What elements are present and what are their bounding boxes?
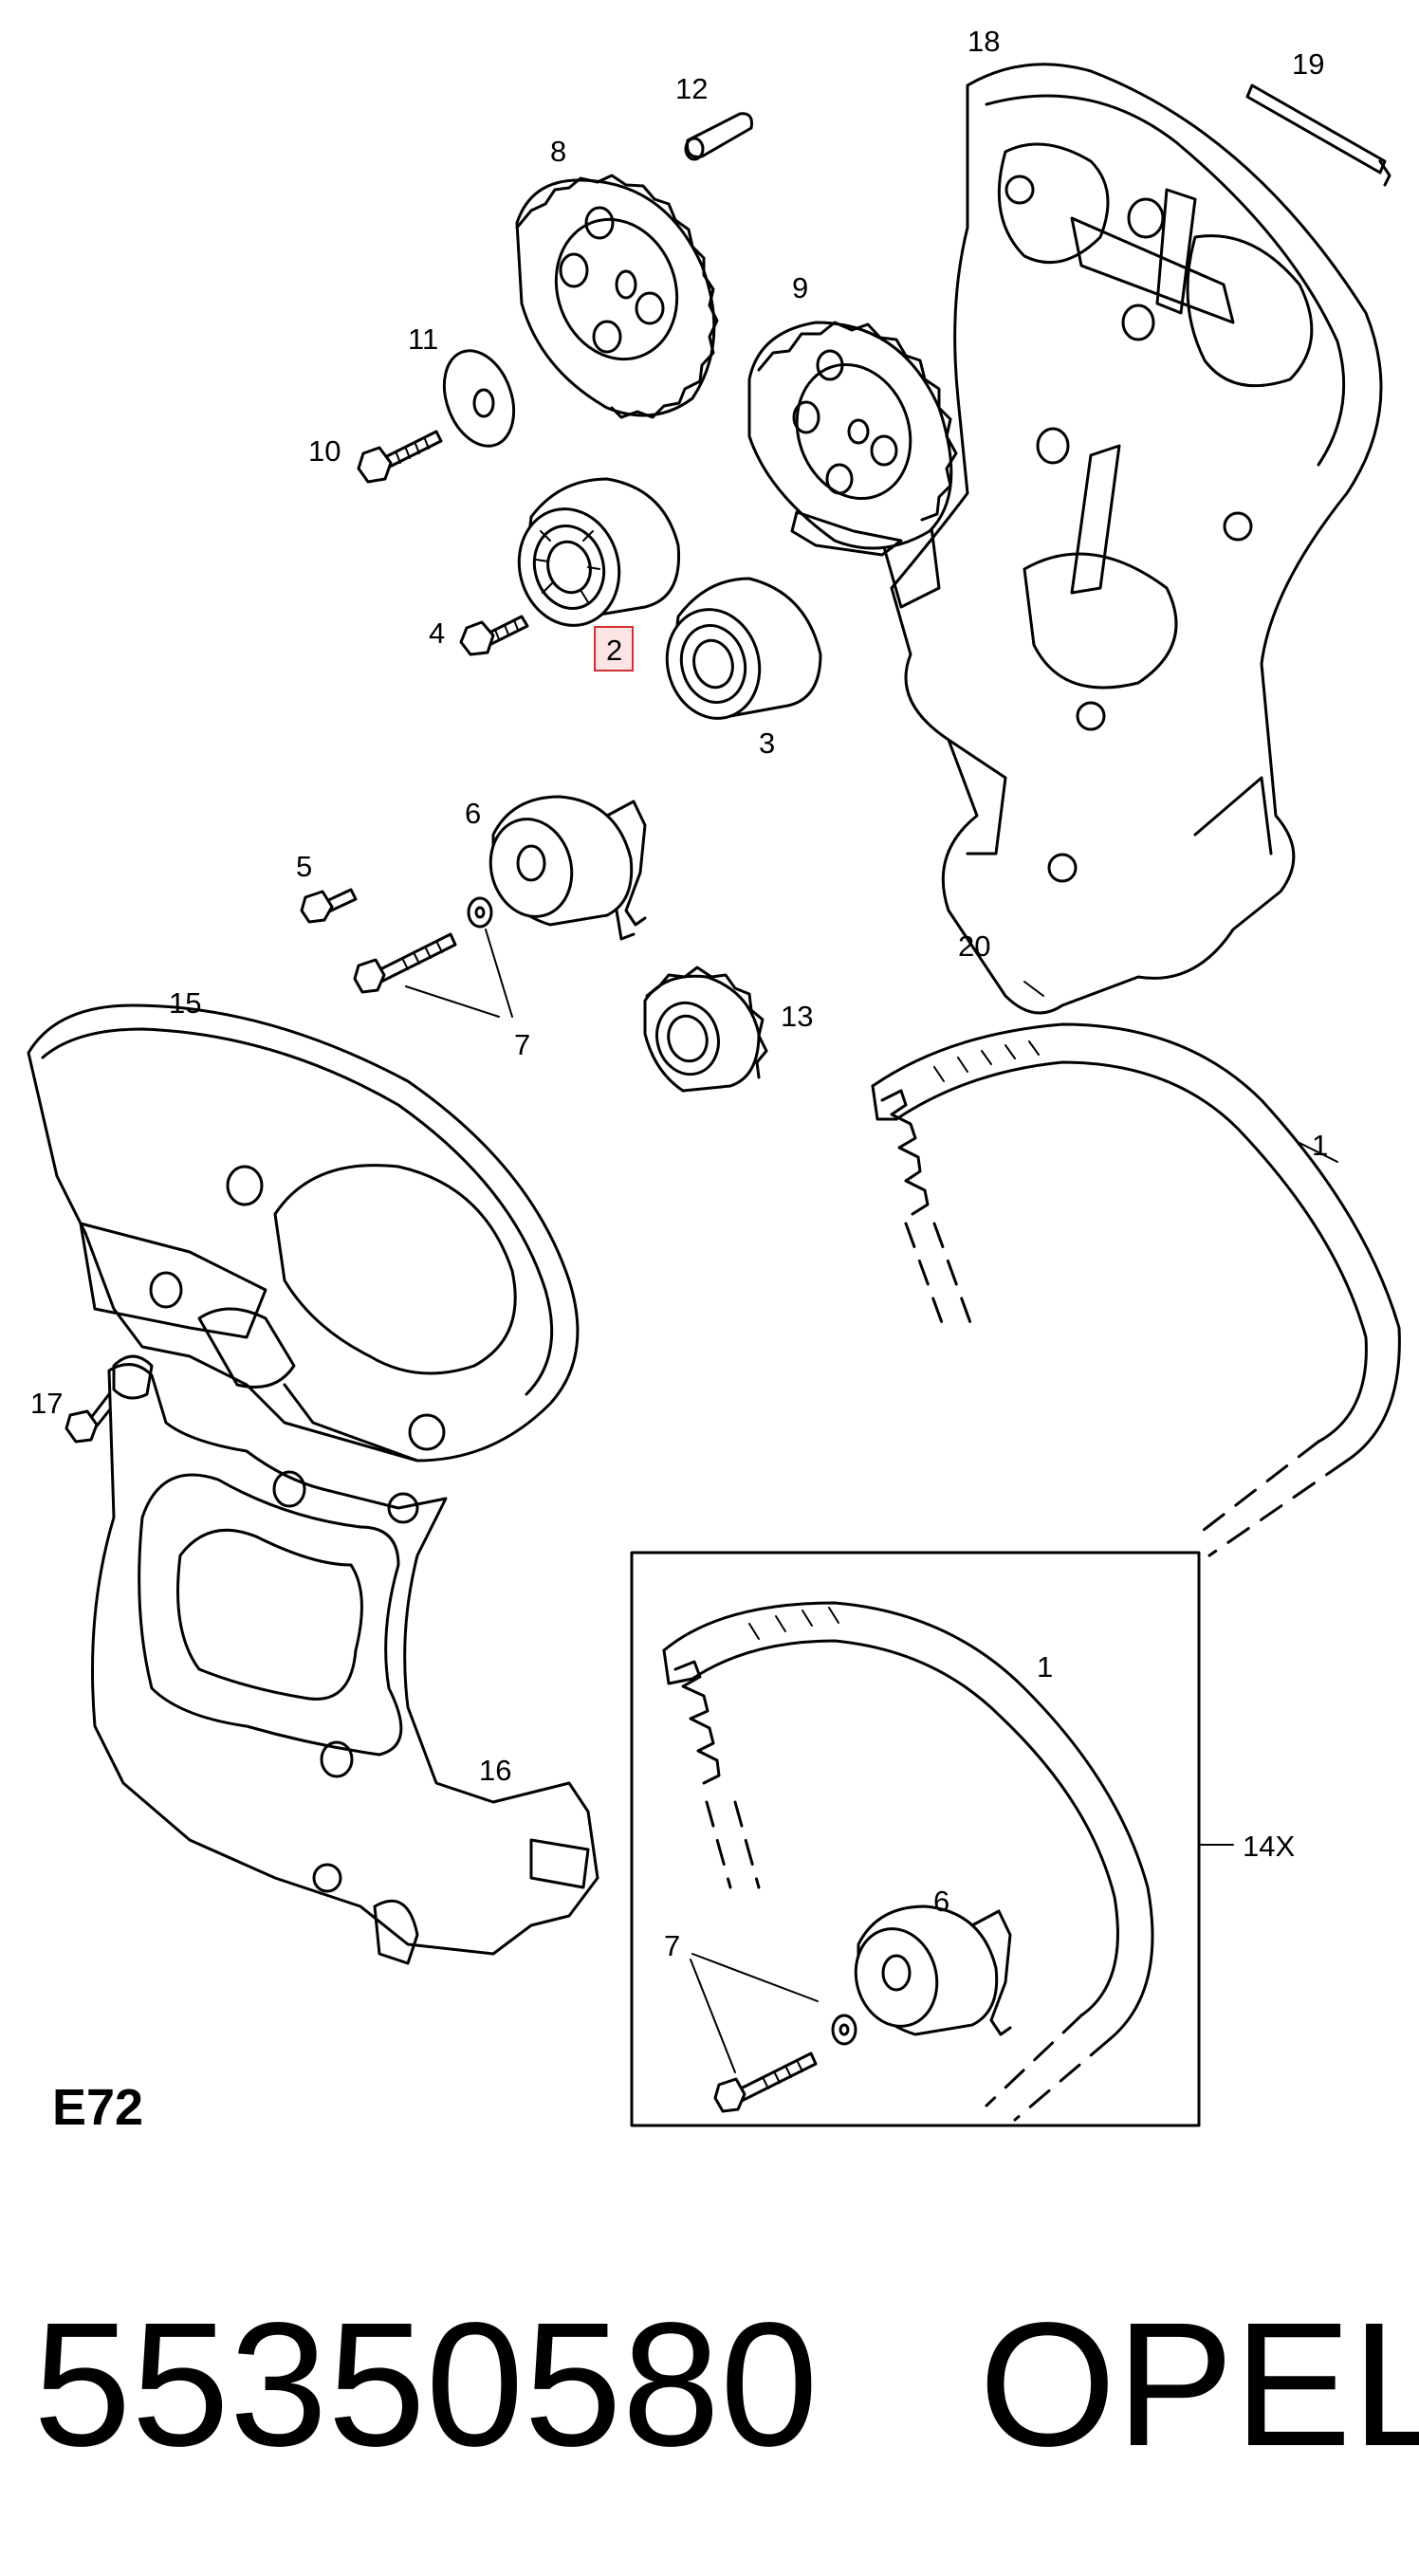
callout-2-highlight — [594, 626, 634, 672]
callout-6-inset: 6 — [933, 1885, 949, 1918]
callout-20: 20 — [958, 929, 990, 963]
callout-9: 9 — [792, 271, 808, 304]
brand-name: OPEL — [979, 2287, 1419, 2483]
camshaft-gear-9 — [747, 321, 958, 557]
callout-13: 13 — [781, 1000, 813, 1033]
bolt-4 — [459, 615, 529, 656]
callout-17: 17 — [30, 1387, 63, 1420]
part-number: 55350580 — [33, 2287, 819, 2483]
timing-belt-1 — [871, 1022, 1401, 1557]
crank-sprocket-13 — [643, 966, 768, 1093]
diagram-code: E72 — [52, 2079, 143, 2136]
callout-10: 10 — [308, 434, 341, 468]
kit-inset-box — [630, 1551, 1234, 2127]
callout-2: 2 — [606, 634, 622, 667]
callout-1: 1 — [1312, 1129, 1328, 1162]
tensioner-6 — [488, 795, 647, 941]
callout-7-inset: 7 — [664, 1929, 680, 1962]
bolt-5 — [300, 888, 358, 924]
callout-14x: 14X — [1243, 1830, 1295, 1863]
front-timing-cover-15 — [27, 1003, 580, 1463]
idler-pulley-2 — [517, 477, 681, 627]
callout-16: 16 — [479, 1754, 511, 1787]
bolt-washer-7 — [353, 896, 513, 1018]
bolt-10 — [357, 430, 443, 484]
idler-pulley-3 — [665, 577, 822, 720]
callout-11: 11 — [408, 322, 438, 356]
callout-15: 15 — [169, 986, 201, 1020]
callout-5: 5 — [296, 850, 312, 883]
callout-3: 3 — [759, 727, 775, 760]
callout-12: 12 — [675, 72, 708, 105]
lower-timing-cover-16 — [91, 1354, 599, 1965]
callout-7: 7 — [514, 1028, 530, 1061]
callout-labels: 18 19 12 8 9 11 10 4 2 3 6 5 20 15 13 7 … — [30, 25, 1328, 1962]
seal-strip-19 — [1245, 83, 1391, 187]
callout-8: 8 — [550, 135, 566, 168]
washer-11 — [442, 349, 516, 448]
callout-19: 19 — [1292, 47, 1324, 81]
camshaft-gear-8 — [515, 174, 719, 419]
dowel-pin-12 — [684, 112, 753, 161]
callout-18: 18 — [968, 25, 1000, 58]
callout-1-inset: 1 — [1037, 1650, 1053, 1684]
rear-timing-cover-18 — [880, 63, 1383, 1015]
callout-4: 4 — [429, 616, 445, 650]
callout-6: 6 — [465, 797, 481, 830]
callout-leaders — [1023, 981, 1338, 1163]
